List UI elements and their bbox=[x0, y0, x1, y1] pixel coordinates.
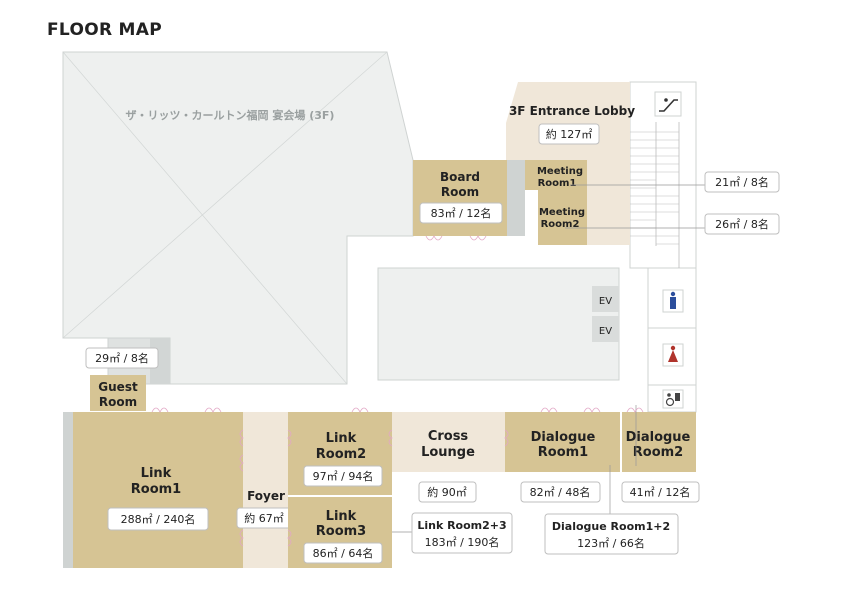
link-room-3: Link Room3 86㎡ / 64名 bbox=[288, 497, 392, 568]
link-room-1: Link Room1 288㎡ / 240名 bbox=[73, 412, 243, 568]
entrance-label: 3F Entrance Lobby bbox=[509, 104, 635, 118]
entrance-area-box bbox=[538, 123, 600, 145]
entrance-area: 約 127㎡ bbox=[546, 127, 593, 141]
dia12-callout-box bbox=[544, 513, 679, 555]
dia2-label-2: Room2 bbox=[633, 445, 683, 460]
core-block bbox=[377, 267, 620, 381]
page-title: FLOOR MAP bbox=[47, 20, 162, 40]
link1-label-1: Link bbox=[141, 466, 172, 481]
stairs bbox=[629, 81, 697, 269]
door-marks bbox=[151, 235, 644, 547]
mr1-area: 21㎡ / 8名 bbox=[715, 175, 769, 189]
link1-area: 288㎡ / 240名 bbox=[121, 512, 196, 526]
women-restroom-icon bbox=[662, 343, 684, 367]
banquet-hall: ザ・リッツ・カールトン福岡 宴会場 (3F) bbox=[62, 51, 414, 385]
mr1-label-1: Meeting bbox=[537, 166, 583, 177]
link-room-2: Link Room2 97㎡ / 94名 bbox=[288, 412, 392, 495]
ev1-box bbox=[592, 286, 619, 312]
ev2-box bbox=[592, 316, 619, 342]
link3-label-2: Room3 bbox=[316, 524, 366, 539]
board-area-box bbox=[419, 202, 503, 224]
board-room: Board Room 83㎡ / 12名 bbox=[413, 160, 507, 236]
link3-area: 86㎡ / 64名 bbox=[313, 546, 374, 560]
left-wall bbox=[63, 412, 73, 568]
foyer: Foyer 約 67㎡ bbox=[236, 412, 292, 568]
link1-area-box bbox=[107, 507, 209, 531]
cross-area-box bbox=[418, 481, 477, 503]
dia2-label-1: Dialogue bbox=[626, 430, 691, 445]
dia1-label-1: Dialogue bbox=[531, 430, 596, 445]
board-area: 83㎡ / 12名 bbox=[431, 206, 492, 220]
guest-label-1: Guest bbox=[98, 380, 138, 394]
guest-area: 29㎡ / 8名 bbox=[95, 351, 149, 365]
mr1-callout-box bbox=[704, 171, 780, 193]
dia1-label-2: Room1 bbox=[538, 445, 588, 460]
men-restroom-icon bbox=[662, 289, 684, 313]
link23-name: Link Room2+3 bbox=[417, 519, 506, 532]
guest-area-box bbox=[85, 347, 159, 369]
meeting-room-2: Meeting Room2 bbox=[538, 190, 587, 245]
mr2-label-1: Meeting bbox=[539, 207, 585, 218]
mr2-area: 26㎡ / 8名 bbox=[715, 217, 769, 231]
entrance-lobby: 3F Entrance Lobby 約 127㎡ bbox=[506, 82, 635, 245]
escalator-icon bbox=[659, 98, 678, 112]
accessible-restroom-icon bbox=[662, 389, 684, 409]
cross-label-2: Lounge bbox=[421, 445, 475, 460]
link23-callout-box bbox=[411, 512, 513, 554]
cross-label-1: Cross bbox=[428, 429, 469, 444]
ev1-label: EV bbox=[599, 296, 612, 307]
cross-lounge: Cross Lounge 約 90㎡ bbox=[392, 412, 505, 503]
link2-label-1: Link bbox=[326, 431, 357, 446]
dia12-area: 123㎡ / 66名 bbox=[577, 536, 645, 550]
link2-label-2: Room2 bbox=[316, 447, 366, 462]
dialogue-room-1: Dialogue Room1 82㎡ / 48名 bbox=[505, 412, 620, 503]
link3-area-box bbox=[303, 542, 383, 564]
link2-area: 97㎡ / 94名 bbox=[313, 469, 374, 483]
board-label-2: Room bbox=[441, 185, 479, 199]
mr2-callout-box bbox=[704, 213, 780, 235]
guest-room: Guest Room bbox=[90, 375, 146, 411]
dia1-area: 82㎡ / 48名 bbox=[530, 485, 591, 499]
mr1-label-2: Room1 bbox=[538, 178, 577, 189]
dialogue-room-2: Dialogue Room2 41㎡ / 12名 bbox=[621, 412, 700, 503]
dia1-area-box bbox=[520, 481, 601, 503]
dia2-area: 41㎡ / 12名 bbox=[630, 485, 691, 499]
guest-label-2: Room bbox=[99, 395, 137, 409]
meeting-room-1: Meeting Room1 bbox=[525, 160, 587, 190]
mr2-label-2: Room2 bbox=[541, 219, 580, 230]
dia2-area-box bbox=[621, 481, 700, 503]
ev2-label: EV bbox=[599, 326, 612, 337]
banquet-label: ザ・リッツ・カールトン福岡 宴会場 (3F) bbox=[126, 108, 335, 122]
link2-area-box bbox=[303, 465, 383, 487]
link3-label-1: Link bbox=[326, 509, 357, 524]
foyer-area: 約 67㎡ bbox=[244, 511, 284, 525]
cross-area: 約 90㎡ bbox=[427, 485, 467, 499]
link1-label-2: Room1 bbox=[131, 482, 181, 497]
dia12-name: Dialogue Room1+2 bbox=[552, 520, 670, 533]
link23-area: 183㎡ / 190名 bbox=[425, 535, 500, 549]
foyer-label: Foyer bbox=[247, 489, 285, 503]
board-label-1: Board bbox=[440, 170, 480, 184]
board-corridor bbox=[507, 160, 525, 236]
